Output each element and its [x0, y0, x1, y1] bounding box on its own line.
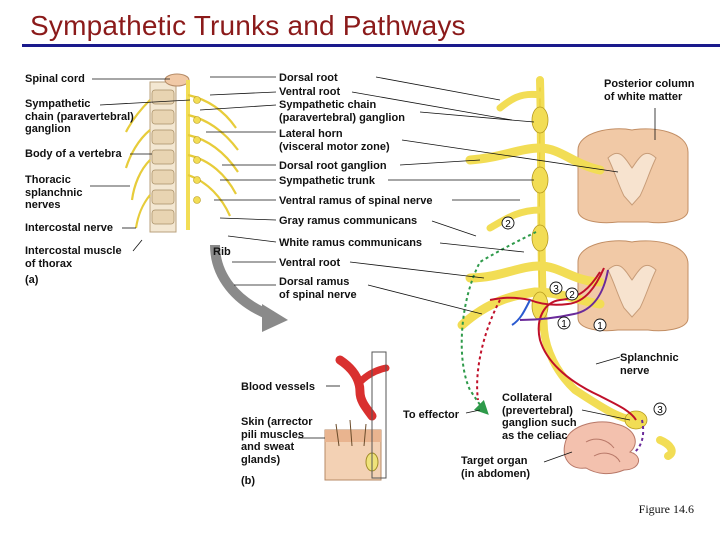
label-intercostal-nerve: Intercostal nerve [25, 222, 114, 234]
label-collateral-ganglion: Collateral (prevertebral) ganglion such … [502, 392, 577, 442]
marker-3-lower: 3 [657, 405, 663, 416]
label-body-of-vertebra: Body of a vertebra [25, 148, 122, 160]
label-sympathetic-chain-ganglion-center: Sympathetic chain (paravertebral) gangli… [279, 99, 405, 124]
label-blood-vessels: Blood vessels [241, 381, 315, 393]
ganglia [531, 106, 648, 430]
label-dorsal-root: Dorsal root [279, 72, 338, 84]
label-splanchnic-nerve: Splanchnic nerve [620, 352, 679, 377]
marker-1-left: 1 [561, 319, 567, 330]
label-white-ramus-communicans: White ramus communicans [279, 237, 423, 249]
label-ventral-ramus: Ventral ramus of spinal nerve [279, 195, 433, 207]
leader-lines [90, 76, 656, 463]
label-ventral-root: Ventral root [279, 86, 341, 98]
label-sympathetic-trunk: Sympathetic trunk [279, 175, 375, 187]
label-panel-b: (b) [241, 475, 256, 487]
label-lateral-horn: Lateral horn (visceral motor zone) [279, 128, 390, 153]
label-dorsal-ramus: Dorsal ramus of spinal nerve [279, 276, 357, 301]
target-organ-intestine [563, 421, 639, 475]
figure-caption: Figure 14.6 [638, 502, 694, 516]
label-panel-a: (a) [25, 274, 39, 286]
blood-vessel-and-skin-panel-b [324, 351, 390, 481]
marker-2-upper: 2 [569, 290, 575, 301]
label-thoracic-splanchnic-nerves: Thoracic splanchnic nerves [25, 174, 83, 211]
label-intercostal-muscle: Intercostal muscle of thorax [25, 245, 122, 270]
title-underline [22, 44, 720, 47]
vertebral-column-panel-a [124, 73, 288, 332]
label-rib: Rib [213, 246, 231, 258]
marker-3-upper: 3 [553, 284, 559, 295]
spinal-cord-cross-sections [577, 128, 689, 332]
label-to-effector: To effector [403, 409, 460, 421]
label-skin-effectors: Skin (arrector pili muscles and sweat gl… [241, 416, 313, 466]
pathway-number-markers: 2 3 2 1 1 3 [501, 216, 667, 416]
label-gray-ramus-communicans: Gray ramus communicans [279, 215, 418, 227]
label-dorsal-root-ganglion: Dorsal root ganglion [279, 160, 387, 172]
label-ventral-root-lower: Ventral root [279, 257, 341, 269]
label-spinal-cord: Spinal cord [25, 73, 85, 85]
marker-2-top: 2 [505, 219, 511, 230]
label-sympathetic-chain-ganglion: Sympathetic chain (paravertebral) gangli… [25, 98, 134, 135]
label-posterior-column: Posterior column of white matter [604, 78, 695, 103]
page-title: Sympathetic Trunks and Pathways [30, 10, 466, 41]
label-target-organ: Target organ (in abdomen) [461, 455, 531, 480]
marker-1-right: 1 [597, 321, 603, 332]
